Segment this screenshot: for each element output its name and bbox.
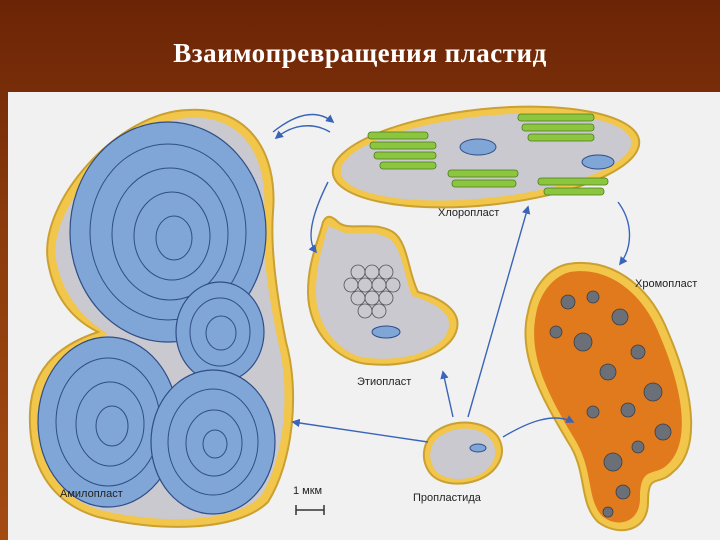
plastid-diagram: Хлоропласт Хромопласт Этиопласт Амилопла… [8, 92, 720, 540]
proplastid-cell [424, 423, 502, 484]
chromoplast-label: Хромопласт [635, 278, 697, 290]
amyloplast-label: Амилопласт [60, 488, 123, 500]
chromoplast-cell [525, 263, 691, 530]
arrow-chloroplast-to-chromoplast [618, 202, 630, 264]
arrow-proplastid-to-etioplast [443, 372, 453, 417]
scale-bar [296, 505, 324, 515]
etioplast-cell [308, 217, 457, 365]
arrow-proplastid-to-amyloplast [293, 422, 428, 442]
etioplast-label: Этиопласт [357, 376, 411, 388]
arrow-chloroplast-to-amyloplast [276, 126, 330, 138]
slide-title: Взаимопревращения пластид [0, 38, 720, 69]
proplastid-label: Пропластида [413, 492, 481, 504]
diagram-canvas [8, 92, 720, 540]
arrow-proplastid-to-chloroplast [468, 207, 528, 417]
scale-bar-label: 1 мкм [293, 485, 322, 497]
amyloplast-cell [30, 110, 293, 527]
chloroplast-label: Хлоропласт [438, 207, 499, 219]
chloroplast-cell [328, 93, 644, 221]
